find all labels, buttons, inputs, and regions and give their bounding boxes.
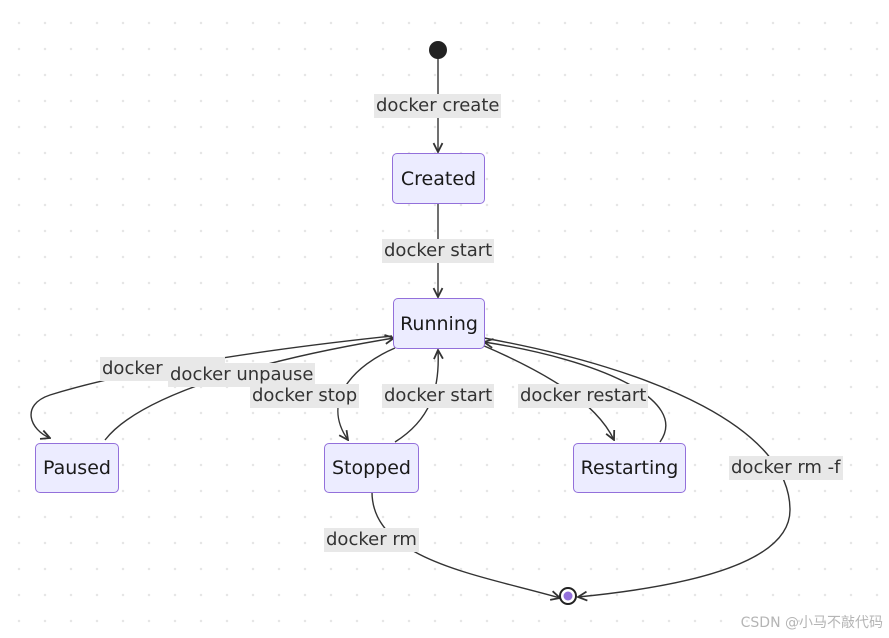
watermark: CSDN @小马不敲代码: [740, 615, 883, 631]
label-docker-start-created: docker start: [382, 239, 495, 263]
edge-running-end: [483, 337, 791, 597]
state-restarting: Restarting: [573, 443, 686, 493]
edge-stopped-end: [371, 491, 560, 598]
state-stopped-label: Stopped: [331, 457, 411, 479]
state-paused: Paused: [35, 443, 119, 493]
state-paused-label: Paused: [43, 457, 111, 479]
edge-restarting-running: [484, 342, 667, 443]
state-running-label: Running: [400, 312, 478, 335]
label-docker-create: docker create: [374, 94, 502, 118]
state-restarting-label: Restarting: [580, 457, 679, 479]
label-docker-start-stopped: docker start: [382, 384, 495, 408]
label-docker-rm-f: docker rm -f: [729, 456, 843, 480]
state-stopped: Stopped: [324, 443, 419, 493]
state-created-label: Created: [400, 167, 477, 190]
label-docker-rm: docker rm: [324, 528, 419, 552]
label-docker-restart: docker restart: [518, 384, 649, 408]
end-state-marker: [559, 587, 577, 605]
label-docker-stop: docker stop: [250, 384, 360, 408]
state-running: Running: [393, 298, 485, 349]
label-docker-unpause: docker unpause: [168, 363, 316, 387]
state-created: Created: [392, 153, 485, 204]
start-state-dot: [429, 41, 447, 59]
